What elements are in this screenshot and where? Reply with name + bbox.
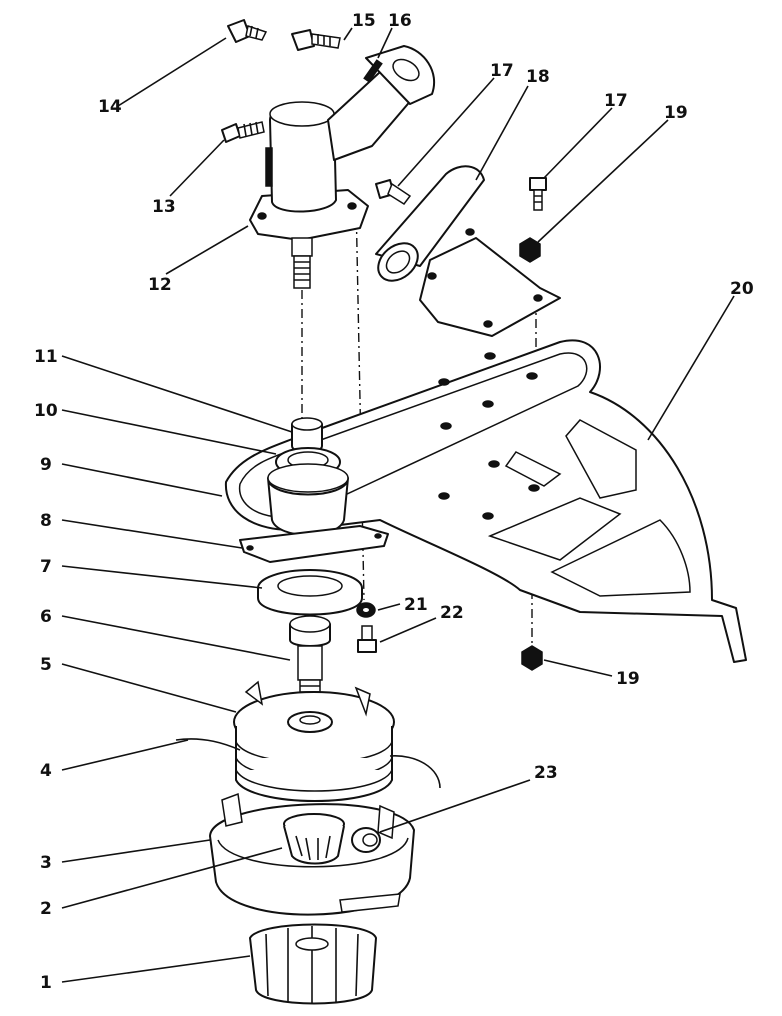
leader-21 xyxy=(377,603,401,611)
trimmer-line-right xyxy=(389,755,441,789)
leader-15 xyxy=(343,27,353,41)
nut-19-lower xyxy=(521,645,543,671)
leader-14 xyxy=(117,37,227,107)
cone-2 xyxy=(283,813,345,865)
screw-14 xyxy=(227,19,268,43)
screw-17-left xyxy=(375,179,412,206)
leader-10 xyxy=(61,409,277,455)
leader-5 xyxy=(61,663,237,713)
mounting-bracket xyxy=(375,165,561,337)
plate-8 xyxy=(239,525,389,563)
leader-8 xyxy=(61,519,243,549)
bump-knob-1 xyxy=(249,923,377,1005)
leader-18 xyxy=(475,85,529,181)
screw-22 xyxy=(357,625,377,653)
callout-19-upper: 19 xyxy=(664,103,688,123)
callout-19-lower: 19 xyxy=(616,669,640,689)
hub-9 xyxy=(267,463,349,536)
leader-17a xyxy=(397,77,495,187)
screw-15 xyxy=(291,29,341,51)
callout-1: 1 xyxy=(40,973,52,993)
leader-22 xyxy=(379,617,437,643)
callout-17-left: 17 xyxy=(490,61,514,81)
callout-20: 20 xyxy=(730,279,754,299)
leader-1 xyxy=(61,955,251,983)
bushing-11 xyxy=(291,417,323,453)
leader-4 xyxy=(61,739,189,771)
bearing-7 xyxy=(257,569,363,616)
callout-4: 4 xyxy=(40,761,52,781)
callout-11: 11 xyxy=(34,347,58,367)
callout-6: 6 xyxy=(40,607,52,627)
callout-23: 23 xyxy=(534,763,558,783)
screw-13 xyxy=(221,121,265,143)
shield-deflector xyxy=(224,339,747,663)
leader-6 xyxy=(61,615,291,661)
callout-12: 12 xyxy=(148,275,172,295)
leader-19a xyxy=(537,119,669,243)
leader-12 xyxy=(165,225,249,275)
leader-13 xyxy=(169,139,225,197)
callout-8: 8 xyxy=(40,511,52,531)
nut-19-upper xyxy=(519,237,541,263)
leader-16 xyxy=(377,27,393,59)
leader-23 xyxy=(379,779,531,833)
callout-5: 5 xyxy=(40,655,52,675)
spool-5 xyxy=(233,680,395,802)
leader-17b xyxy=(543,107,613,179)
leader-2 xyxy=(61,847,283,909)
callout-10: 10 xyxy=(34,401,58,421)
eyelet-23 xyxy=(351,827,381,853)
screw-17-right xyxy=(529,177,547,211)
callout-22: 22 xyxy=(440,603,464,623)
callout-7: 7 xyxy=(40,557,52,577)
callout-18: 18 xyxy=(526,67,550,87)
callout-13: 13 xyxy=(152,197,176,217)
callout-9: 9 xyxy=(40,455,52,475)
leader-11 xyxy=(61,355,293,433)
callout-17-right: 17 xyxy=(604,91,628,111)
leader-3 xyxy=(61,839,211,863)
washer-21 xyxy=(356,602,376,618)
callout-16: 16 xyxy=(388,11,412,31)
trimmer-line-left xyxy=(175,738,241,751)
leader-9 xyxy=(61,463,223,497)
gear-head-housing xyxy=(249,45,435,289)
leader-19b xyxy=(543,659,613,677)
leader-20 xyxy=(647,295,735,441)
callout-14: 14 xyxy=(98,97,122,117)
callout-15: 15 xyxy=(352,11,376,31)
callout-3: 3 xyxy=(40,853,52,873)
callout-2: 2 xyxy=(40,899,52,919)
callout-21: 21 xyxy=(404,595,428,615)
leader-7 xyxy=(61,565,263,589)
